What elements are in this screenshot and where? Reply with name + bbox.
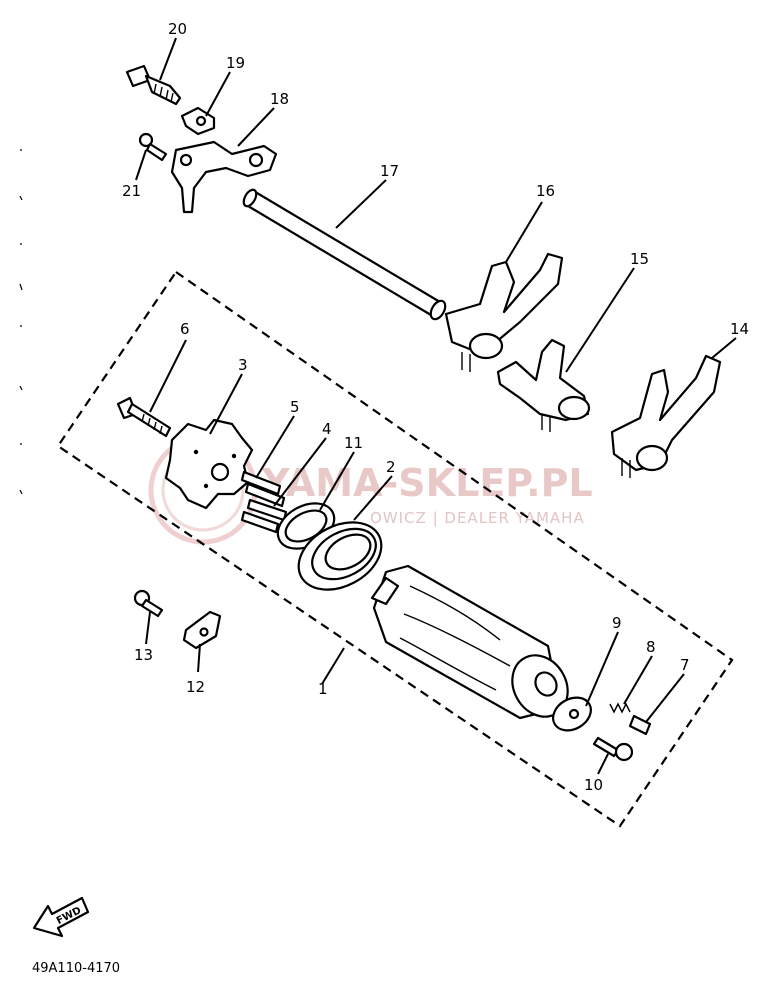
callout-6: 6 — [180, 320, 190, 338]
watermark-subtitle: OWICZ | DEALER YAMAHA — [370, 509, 585, 527]
callout-3: 3 — [238, 356, 248, 374]
watermark: YAMA-SKLEP.PL OWICZ | DEALER YAMAHA — [148, 435, 593, 545]
callout-2: 2 — [386, 458, 396, 476]
part-5-pins — [240, 470, 286, 508]
callout-5: 5 — [290, 398, 300, 416]
callout-4: 4 — [322, 420, 332, 438]
assembly-outline — [56, 270, 734, 828]
watermark-title: YAMA-SKLEP.PL — [261, 461, 593, 505]
part-8-spring — [609, 702, 631, 714]
callout-10: 10 — [584, 776, 603, 794]
callout-19: 19 — [226, 54, 245, 72]
part-3-segment — [164, 418, 254, 510]
part-7-plug — [628, 714, 652, 736]
callout-11: 11 — [344, 434, 363, 452]
callout-14: 14 — [730, 320, 749, 338]
part-15-shift-fork — [496, 338, 591, 432]
part-10-bolt — [592, 736, 634, 762]
callout-labels: 20 19 18 21 17 16 15 14 6 3 5 4 11 2 13 … — [122, 20, 749, 794]
part-code: 49A110-4170 — [32, 961, 120, 976]
callout-9: 9 — [612, 614, 622, 632]
part-6-bolt — [116, 396, 172, 438]
part-17-guide-bar — [242, 188, 447, 321]
part-13-screw — [133, 589, 164, 618]
part-16-shift-fork — [444, 252, 564, 372]
scan-marks — [19, 149, 23, 495]
callout-15: 15 — [630, 250, 649, 268]
callout-7: 7 — [680, 656, 690, 674]
callout-21: 21 — [122, 182, 141, 200]
part-14-shift-fork — [610, 354, 722, 478]
callout-8: 8 — [646, 638, 656, 656]
callout-1: 1 — [318, 680, 328, 698]
part-1-shift-drum — [370, 564, 569, 720]
leader-lines — [135, 37, 737, 775]
callout-12: 12 — [186, 678, 205, 696]
part-2-bearing — [297, 521, 383, 591]
part-9-washer — [552, 696, 592, 732]
callout-20: 20 — [168, 20, 187, 38]
part-21-screw — [138, 132, 168, 162]
callout-18: 18 — [270, 90, 289, 108]
callout-13: 13 — [134, 646, 153, 664]
callout-17: 17 — [380, 162, 399, 180]
part-12-lock-plate — [182, 610, 222, 650]
callout-16: 16 — [536, 182, 555, 200]
part-18-bracket — [170, 140, 278, 214]
fwd-arrow: FWD — [32, 896, 90, 938]
part-20-bolt — [125, 64, 182, 106]
